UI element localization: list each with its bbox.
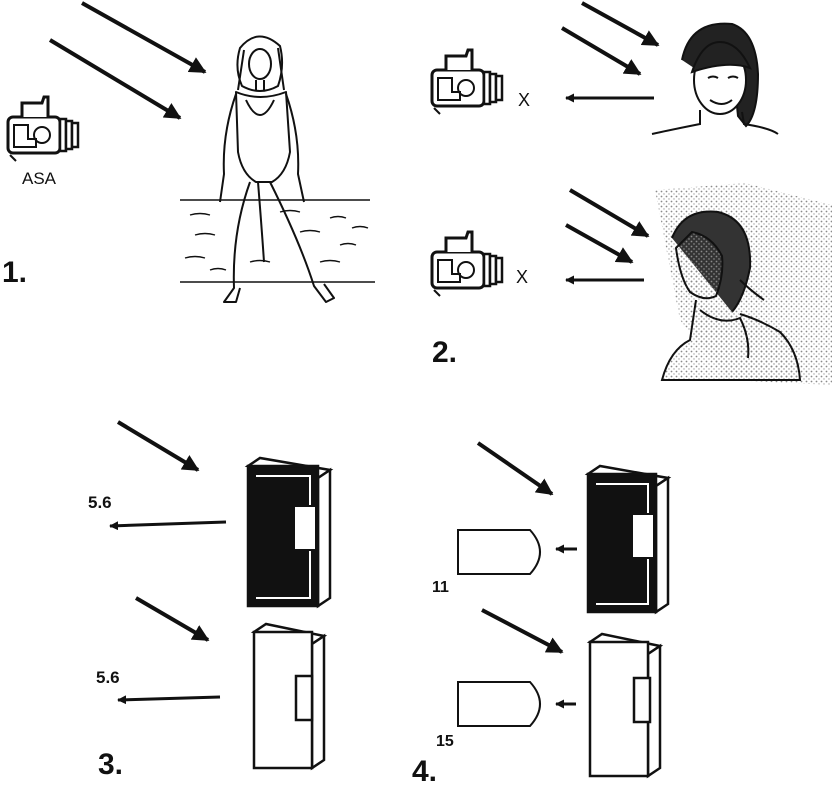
light-arrow xyxy=(565,223,634,264)
panel-number-4: 4. xyxy=(412,755,437,785)
light-arrow xyxy=(560,26,642,76)
panel-2: X X 2. xyxy=(430,1,832,385)
panel-4: 11 15 4. xyxy=(412,441,672,785)
panel-number-3: 3. xyxy=(98,748,123,781)
light-arrow xyxy=(476,441,554,496)
light-face xyxy=(651,22,779,135)
camera-mark-x: X xyxy=(518,90,530,110)
aperture-value: 15 xyxy=(436,733,454,750)
light-arrow xyxy=(116,420,200,472)
camera-icon xyxy=(430,230,504,298)
dark-lighter xyxy=(244,456,334,609)
shadow-portrait xyxy=(660,210,802,381)
light-arrow xyxy=(481,608,564,654)
panel-3: 5.6 5.6 3. xyxy=(88,420,334,781)
aperture-value: 5.6 xyxy=(88,493,112,512)
panel-1: ASA 1. xyxy=(2,1,375,303)
light-arrow xyxy=(568,188,650,238)
light-meter-probe xyxy=(457,529,541,575)
white-lighter xyxy=(250,622,328,771)
panel-number-2: 2. xyxy=(432,336,457,369)
aperture-value: 11 xyxy=(432,579,449,596)
light-arrow xyxy=(134,596,210,642)
reflected-arrow xyxy=(109,520,227,531)
camera-mark-x: X xyxy=(516,267,528,287)
model-figure xyxy=(219,35,335,303)
aperture-value: 5.6 xyxy=(96,668,120,687)
panel-number-1: 1. xyxy=(2,256,27,289)
asa-label: ASA xyxy=(22,169,57,188)
water xyxy=(180,199,375,283)
reflected-arrow xyxy=(117,695,221,705)
light-meter-probe xyxy=(457,681,541,727)
white-lighter xyxy=(586,632,664,779)
light-arrow xyxy=(48,38,182,120)
camera-icon xyxy=(430,48,504,116)
dark-lighter xyxy=(584,464,672,615)
light-arrow xyxy=(81,1,207,74)
camera-icon xyxy=(6,95,80,163)
light-arrow xyxy=(581,1,660,47)
